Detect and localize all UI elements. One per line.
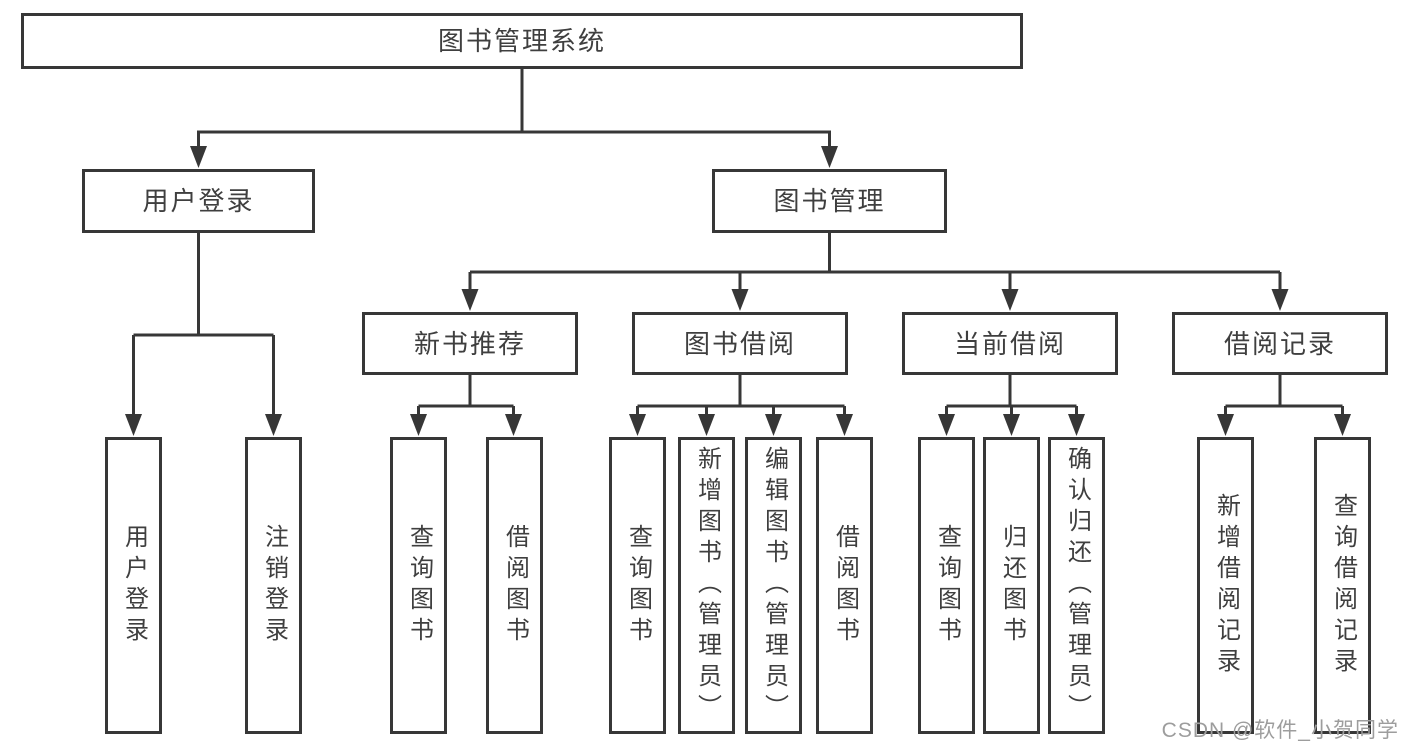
csdn-watermark: CSDN @软件_小贺同学	[1161, 719, 1399, 742]
leaf-borrow-books-recommend-label: 借阅图书	[501, 523, 529, 648]
edge-new-book-recommend-to-leaves	[410, 375, 522, 436]
node-book-management: 图书管理	[712, 169, 947, 233]
leaf-return-books-label: 归还图书	[998, 523, 1026, 648]
leaf-add-borrow-record-label: 新增借阅记录	[1212, 492, 1240, 679]
node-user-login: 用户登录	[82, 169, 315, 233]
arrow-down-icon	[1217, 414, 1234, 436]
leaf-query-books-borrow: 查询图书	[609, 437, 666, 734]
node-book-borrow: 图书借阅	[632, 312, 848, 375]
edge-borrow-records-to-leaves	[1217, 375, 1351, 436]
edge-user-login-to-leaves	[125, 233, 282, 436]
leaf-return-books: 归还图书	[983, 437, 1040, 734]
arrow-down-icon	[505, 414, 522, 436]
arrow-down-icon	[938, 414, 955, 436]
node-user-login-label: 用户登录	[142, 186, 255, 216]
edge-current-borrow-to-leaves	[938, 375, 1085, 436]
leaf-query-books-borrow-label: 查询图书	[624, 523, 652, 648]
leaf-confirm-return-admin: 确认归还（管理员）	[1048, 437, 1105, 734]
arrow-down-icon	[1271, 289, 1289, 311]
node-root-label: 图书管理系统	[437, 26, 606, 56]
leaf-add-borrow-record: 新增借阅记录	[1197, 437, 1254, 734]
leaf-query-borrow-record-label: 查询借阅记录	[1329, 492, 1357, 679]
leaf-query-borrow-record: 查询借阅记录	[1314, 437, 1371, 734]
arrow-down-icon	[1003, 414, 1020, 436]
node-new-book-recommend: 新书推荐	[362, 312, 578, 375]
arrow-down-icon	[836, 414, 853, 436]
arrow-down-icon	[125, 414, 142, 436]
arrow-down-icon	[765, 414, 782, 436]
edge-book-management-to-level3	[461, 233, 1289, 311]
arrow-down-icon	[265, 414, 282, 436]
leaf-query-books-current-label: 查询图书	[933, 523, 961, 648]
leaf-confirm-return-admin-label: 确认归还（管理员）	[1063, 446, 1091, 725]
arrow-down-icon	[629, 414, 646, 436]
edge-book-borrow-to-leaves	[629, 375, 853, 436]
node-borrow-records-label: 借阅记录	[1223, 328, 1336, 359]
leaf-borrow-books-recommend: 借阅图书	[486, 437, 543, 734]
leaf-query-books-recommend-label: 查询图书	[405, 523, 433, 648]
leaf-user-login: 用户登录	[105, 437, 162, 734]
leaf-user-login-label: 用户登录	[120, 523, 148, 648]
leaf-borrow-books: 借阅图书	[816, 437, 873, 734]
arrow-down-icon	[1001, 289, 1019, 311]
leaf-logout: 注销登录	[245, 437, 302, 734]
leaf-query-books-current: 查询图书	[918, 437, 975, 734]
arrow-down-icon	[731, 289, 749, 311]
node-book-management-label: 图书管理	[773, 186, 886, 216]
arrow-down-icon	[821, 146, 838, 168]
leaf-logout-label: 注销登录	[260, 523, 288, 648]
node-borrow-records: 借阅记录	[1172, 312, 1388, 375]
node-new-book-recommend-label: 新书推荐	[413, 328, 526, 359]
leaf-add-books-admin: 新增图书（管理员）	[678, 437, 735, 734]
arrow-down-icon	[1068, 414, 1085, 436]
node-current-borrow-label: 当前借阅	[953, 328, 1066, 359]
node-current-borrow: 当前借阅	[902, 312, 1118, 375]
arrow-down-icon	[1334, 414, 1351, 436]
arrow-down-icon	[461, 289, 479, 311]
leaf-borrow-books-label: 借阅图书	[831, 523, 859, 648]
leaf-add-books-admin-label: 新增图书（管理员）	[693, 446, 721, 725]
leaf-edit-books-admin: 编辑图书（管理员）	[745, 437, 802, 734]
leaf-query-books-recommend: 查询图书	[390, 437, 447, 734]
arrow-down-icon	[410, 414, 427, 436]
arrow-down-icon	[190, 146, 207, 168]
leaf-edit-books-admin-label: 编辑图书（管理员）	[760, 446, 788, 725]
node-root: 图书管理系统	[21, 13, 1023, 69]
edge-root-to-level2	[190, 69, 838, 168]
arrow-down-icon	[698, 414, 715, 436]
node-book-borrow-label: 图书借阅	[683, 328, 796, 359]
